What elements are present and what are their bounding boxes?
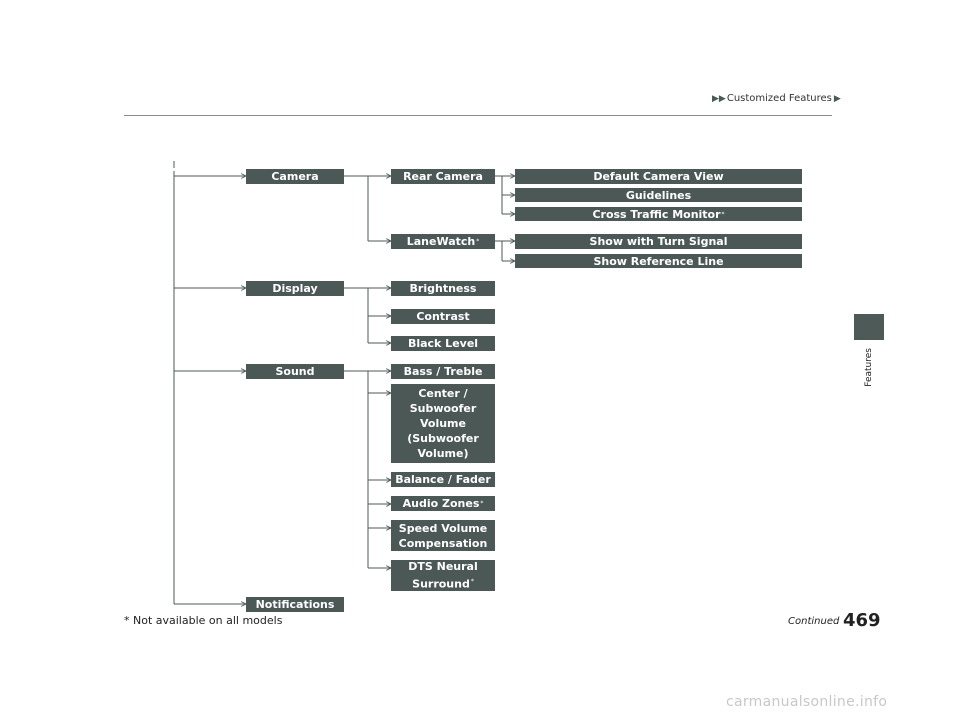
breadcrumb-text: Customized Features: [726, 93, 832, 104]
asterisk-mark: *: [470, 578, 474, 586]
rear-camera-item: Rear Camera: [391, 169, 495, 184]
notifications-item: Notifications: [246, 597, 344, 612]
footnote: * Not available on all models: [124, 614, 283, 627]
triangle-icon: ▶▶: [712, 93, 726, 104]
balance-fader-item: Balance / Fader: [391, 472, 495, 487]
asterisk-mark: *: [721, 210, 725, 218]
camera-item: Camera: [246, 169, 344, 184]
audio-zones-item: Audio Zones*: [391, 496, 495, 511]
continued-label: Continued: [788, 616, 840, 627]
display-item: Display: [246, 281, 344, 296]
cross-traffic-monitor-item: Cross Traffic Monitor*: [515, 207, 802, 221]
header-rule: [124, 115, 832, 116]
default-camera-view-item: Default Camera View: [515, 169, 802, 184]
triangle-icon: ▶: [833, 93, 841, 104]
lanewatch-item: LaneWatch*: [391, 234, 495, 249]
show-with-turn-signal-item: Show with Turn Signal: [515, 234, 802, 249]
brightness-item: Brightness: [391, 281, 495, 296]
page-number: 469: [843, 610, 881, 631]
black-level-item: Black Level: [391, 336, 495, 351]
dts-neural-surround-item: DTS Neural Surround*: [391, 560, 495, 591]
asterisk-mark: *: [480, 500, 484, 507]
bass-treble-item: Bass / Treble: [391, 364, 495, 379]
center-subwoofer-volume-item: Center / Subwoofer Volume (Subwoofer Vol…: [391, 384, 495, 463]
speed-volume-compensation-item: Speed Volume Compensation: [391, 520, 495, 551]
breadcrumb: ▶▶ Customized Features ▶: [712, 93, 841, 104]
show-reference-line-item: Show Reference Line: [515, 254, 802, 268]
guidelines-item: Guidelines: [515, 188, 802, 202]
contrast-item: Contrast: [391, 309, 495, 324]
asterisk-mark: *: [476, 238, 480, 245]
sound-item: Sound: [246, 364, 344, 379]
section-tab: [854, 314, 884, 340]
watermark: carmanualsonline.info: [726, 694, 888, 710]
